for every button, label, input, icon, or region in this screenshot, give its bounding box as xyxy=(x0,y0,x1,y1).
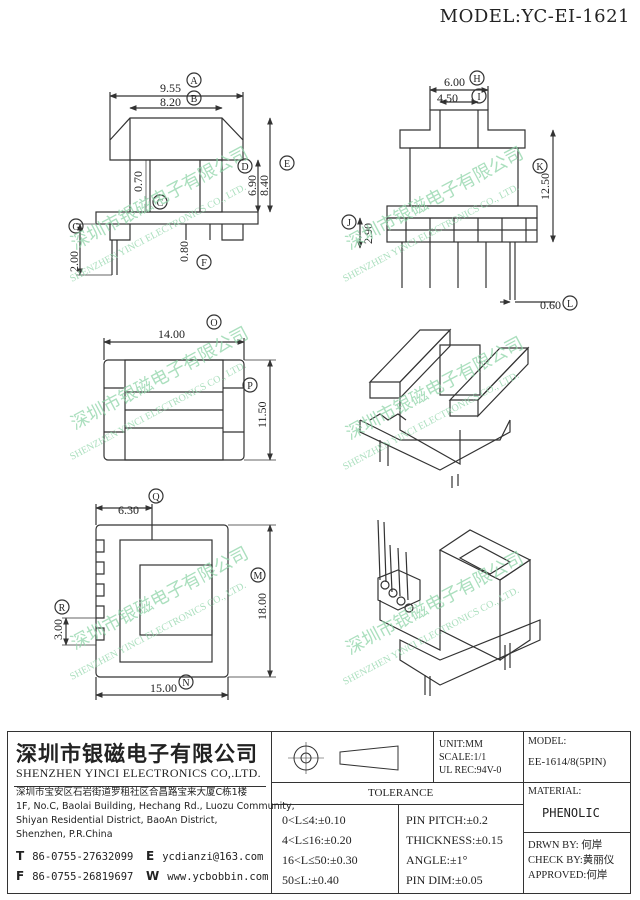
tolerance-item: 4<L≤16:±0.20 xyxy=(282,833,352,847)
fax-row: F 86-0755-26819697 xyxy=(16,869,133,883)
model-title-label: MODEL: xyxy=(439,6,522,27)
tolerance-item: 0<L≤4:±0.10 xyxy=(282,813,346,827)
address-line: 深圳市宝安区石岩街道罗租社区合昌路宝来大厦C栋1楼 xyxy=(16,787,248,798)
approval-block: DRWN BY: 何岸 CHECK BY:黄丽仪 APPROVED:何岸 xyxy=(528,838,614,883)
material-label: MATERIAL: xyxy=(528,786,582,797)
check-by: CHECK BY:黄丽仪 xyxy=(528,855,615,866)
unit-scale-info: UNIT:MM SCALE:1/1 UL REC:94V-0 xyxy=(439,738,501,777)
company-address: 深圳市宝安区石岩街道罗租社区合昌路宝来大厦C栋1楼 1F, No.C, Baol… xyxy=(16,786,295,842)
tolerance-right-list: PIN PITCH:±0.2 THICKNESS:±0.15 ANGLE:±1°… xyxy=(406,810,503,890)
web-address: www.ycbobbin.com xyxy=(167,871,269,883)
balloon-H: H xyxy=(473,74,480,85)
balloon-P: P xyxy=(247,381,253,392)
fax-number: 86-0755-26819697 xyxy=(32,871,134,883)
bottom-view xyxy=(62,504,276,700)
tolerance-item: ANGLE:±1° xyxy=(406,853,468,867)
company-name-cn: 深圳市银磁电子有限公司 xyxy=(16,742,258,766)
isometric-view-bottom xyxy=(377,519,541,696)
tolerance-item: THICKNESS:±0.15 xyxy=(406,833,503,847)
email-label: E xyxy=(146,849,155,863)
projection-symbol xyxy=(288,742,399,774)
front-view xyxy=(76,92,273,276)
dim-A-value: 9.55 xyxy=(160,81,181,95)
dim-N-value: 15.00 xyxy=(150,681,177,695)
title-block: 深圳市银磁电子有限公司 SHENZHEN YINCI ELECTRONICS C… xyxy=(7,731,631,894)
address-line: 1F, No.C, Baolai Building, Hechang Rd., … xyxy=(16,801,295,812)
dim-D-value: 6.90 xyxy=(245,175,259,196)
watermark: 深圳市银磁电子有限公司 深圳市银磁电子有限公司 深圳市银磁电子有限公司 深圳市银… xyxy=(67,143,526,688)
dim-E-value: 8.40 xyxy=(257,175,271,196)
balloon-R: R xyxy=(59,603,66,614)
address-line: Shiyan Residential District, BaoAn Distr… xyxy=(16,815,218,826)
company-name-en: SHENZHEN YINCI ELECTRONICS CO,.LTD. xyxy=(16,766,261,780)
dim-M-value: 18.00 xyxy=(255,593,269,620)
dim-J-value: 2.90 xyxy=(361,223,375,244)
model-value: EE-1614/8(5PIN) xyxy=(528,756,607,768)
balloon-O: O xyxy=(210,318,217,329)
dim-K-value: 12.50 xyxy=(538,173,552,200)
model-title: MODEL:YC-EI-1621 xyxy=(440,6,630,27)
material-value: PHENOLIC xyxy=(542,806,600,820)
balloon-K: K xyxy=(536,162,544,173)
email-address: ycdianzi@163.com xyxy=(162,851,264,863)
balloon-D: D xyxy=(241,162,248,173)
balloon-C: C xyxy=(157,198,164,209)
dim-Q-value: 6.30 xyxy=(118,503,139,517)
ul-rec-text: UL REC:94V-0 xyxy=(439,765,502,776)
balloon-M: M xyxy=(254,571,263,582)
phone-label: T xyxy=(16,849,25,863)
model-label: MODEL: xyxy=(528,736,567,747)
web-label: W xyxy=(146,869,160,883)
dim-O-value: 14.00 xyxy=(158,327,185,341)
dim-L-value: 0.60 xyxy=(540,298,561,312)
tolerance-item: PIN DIM:±0.05 xyxy=(406,873,483,887)
dim-B-value: 8.20 xyxy=(160,95,181,109)
dim-H-value: 6.00 xyxy=(444,75,465,89)
dim-I-value: 4.50 xyxy=(437,91,458,105)
balloon-Q: Q xyxy=(152,492,160,503)
balloon-A: A xyxy=(190,76,198,87)
address-line: Shenzhen, P.R.China xyxy=(16,829,113,840)
phone-row: T 86-0755-27632099 xyxy=(16,849,133,863)
dim-R-value: 3.00 xyxy=(51,619,65,640)
balloon-N: N xyxy=(182,678,189,689)
balloon-B: B xyxy=(191,94,198,105)
approved-by: APPROVED:何岸 xyxy=(528,870,608,881)
tolerance-item: PIN PITCH:±0.2 xyxy=(406,813,488,827)
balloon-I: I xyxy=(477,92,480,103)
isometric-view-top xyxy=(359,328,530,488)
balloon-F: F xyxy=(201,258,207,269)
balloon-L: L xyxy=(567,299,573,310)
scale-text: SCALE:1/1 xyxy=(439,752,487,763)
phone-number: 86-0755-27632099 xyxy=(32,851,134,863)
tolerance-item: 50≤L:±0.40 xyxy=(282,873,339,887)
tolerance-title: TOLERANCE xyxy=(368,787,434,799)
fax-label: F xyxy=(16,869,25,883)
tolerance-left-list: 0<L≤4:±0.10 4<L≤16:±0.20 16<L≤50:±0.30 5… xyxy=(282,810,358,890)
unit-text: UNIT:MM xyxy=(439,739,483,750)
drawn-by: DRWN BY: 何岸 xyxy=(528,840,603,851)
balloon-E: E xyxy=(284,159,290,170)
top-view xyxy=(103,338,276,461)
dim-F-value: 0.80 xyxy=(177,241,191,262)
tolerance-item: 16<L≤50:±0.30 xyxy=(282,853,358,867)
model-title-value: YC-EI-1621 xyxy=(521,6,630,27)
dim-C-value: 0.70 xyxy=(131,171,145,192)
side-view xyxy=(357,86,556,305)
balloon-J: J xyxy=(347,218,351,229)
dim-G-value: 2.00 xyxy=(67,251,81,272)
balloon-G: G xyxy=(72,222,79,233)
dim-P-value: 11.50 xyxy=(255,401,269,428)
technical-drawing: 9.55 8.20 0.70 6.90 8.40 0.80 2.00 A B C… xyxy=(51,70,578,700)
